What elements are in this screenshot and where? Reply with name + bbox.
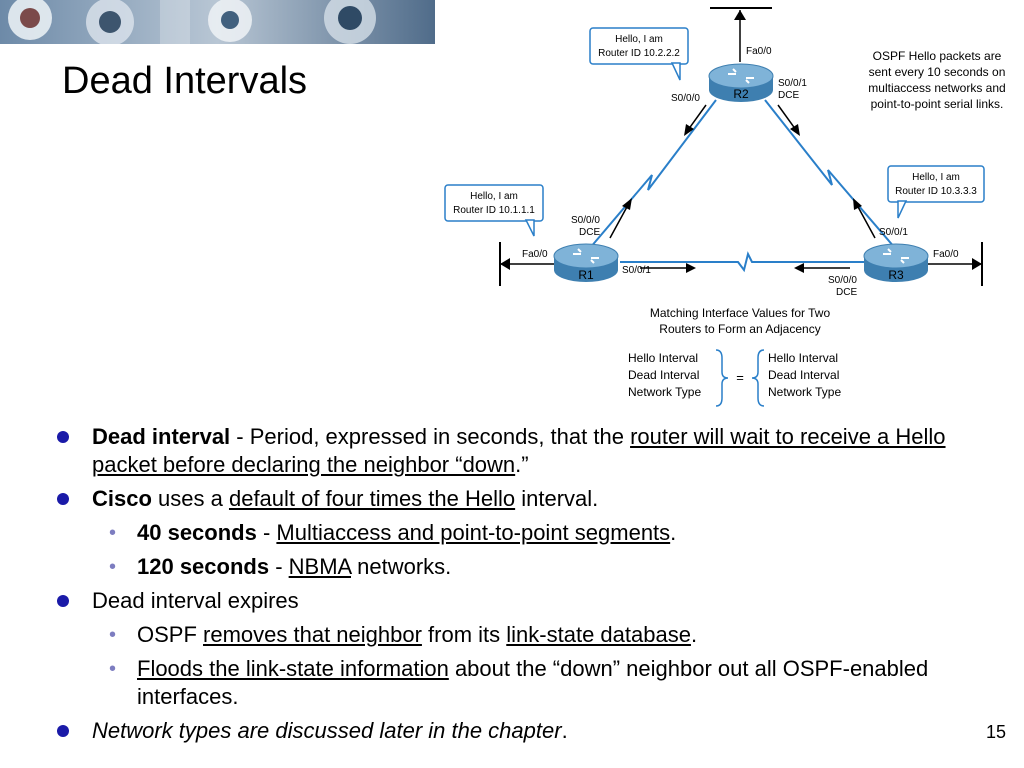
svg-text:Hello, I am: Hello, I am <box>912 172 960 183</box>
r2-up-arrow <box>734 10 746 20</box>
bullet-cisco-default: Cisco uses a default of four times the H… <box>55 485 955 513</box>
subbullet-marker: • <box>109 624 117 646</box>
router-label: R3 <box>888 268 904 282</box>
r2-s001-label: S0/0/1 <box>778 78 807 89</box>
equals-sign: = <box>736 370 744 385</box>
r2-s000-label: S0/0/0 <box>671 93 700 104</box>
bullet-list: Dead interval - Period, expressed in sec… <box>55 423 955 751</box>
svg-text:point-to-point serial links.: point-to-point serial links. <box>871 97 1004 111</box>
router-label: R2 <box>733 87 749 101</box>
hello-arrowhead <box>622 198 632 210</box>
hello-arrowhead <box>686 263 696 273</box>
left-values-list: Hello Interval Dead Interval Network Typ… <box>628 351 701 399</box>
svg-text:Hello, I am: Hello, I am <box>470 191 518 202</box>
svg-text:Router ID 10.1.1.1: Router ID 10.1.1.1 <box>453 205 535 216</box>
hello-arrow <box>609 204 629 239</box>
router-label: R1 <box>578 268 594 282</box>
r3-s001-label: S0/0/1 <box>879 227 908 238</box>
bullet-dot <box>57 725 69 737</box>
r3-s000-label: S0/0/0 <box>828 275 857 286</box>
hello-bubble-r3: Hello, I am Router ID 10.3.3.3 <box>887 165 985 219</box>
svg-text:Hello Interval: Hello Interval <box>628 351 698 365</box>
right-values-list: Hello Interval Dead Interval Network Typ… <box>768 351 841 399</box>
svg-text:Router ID 10.3.3.3: Router ID 10.3.3.3 <box>895 186 977 197</box>
svg-text:Dead Interval: Dead Interval <box>768 368 839 382</box>
r2-dce-label: DCE <box>778 90 799 101</box>
serial-link-r1-r3 <box>620 251 870 273</box>
hello-arrowhead <box>684 124 694 136</box>
r3-fa-label: Fa0/0 <box>933 249 959 260</box>
ospf-topology-diagram: R2 R1 R3 Hello, I am Router ID 10.2.2.2 … <box>444 7 1006 407</box>
r1-s001-label: S0/0/1 <box>622 265 651 276</box>
right-brace <box>751 349 765 407</box>
svg-text:multiaccess networks and: multiaccess networks and <box>868 81 1005 95</box>
r3-right-arrow <box>972 258 982 270</box>
left-brace <box>715 349 729 407</box>
r1-s000-label: S0/0/0 <box>571 215 600 226</box>
svg-text:OSPF Hello packets are: OSPF Hello packets are <box>873 49 1002 63</box>
r1-fa-label: Fa0/0 <box>522 249 548 260</box>
subbullet-floods-lsa: •Floods the link-state information about… <box>109 656 929 709</box>
hello-arrowhead <box>853 198 862 210</box>
subbullet-120-seconds: •120 seconds - NBMA networks. <box>109 554 452 579</box>
serial-link-r2-r3 <box>764 99 896 249</box>
match-caption-line1: Matching Interface Values for Two <box>650 306 831 320</box>
hello-arrowhead <box>790 124 800 136</box>
bullet-dead-interval-expires: Dead interval expires <box>55 587 955 615</box>
page-number: 15 <box>985 722 1006 742</box>
ospf-hello-note: OSPF Hello packets are sent every 10 sec… <box>868 49 1005 111</box>
bullet-dot <box>57 595 69 607</box>
subbullet-removes-neighbor: •OSPF removes that neighbor from its lin… <box>109 622 698 647</box>
router-r1: R1 <box>553 243 619 282</box>
svg-text:Hello Interval: Hello Interval <box>768 351 838 365</box>
bullet-network-types: Network types are discussed later in the… <box>55 717 955 745</box>
bullet-dead-interval: Dead interval - Period, expressed in sec… <box>55 423 955 479</box>
router-r3: R3 <box>863 243 929 282</box>
svg-text:Hello, I am: Hello, I am <box>615 34 663 45</box>
r3-dce-label: DCE <box>836 287 857 298</box>
subbullet-marker: • <box>109 658 117 680</box>
r1-left-arrow <box>500 258 510 270</box>
bullet-dot <box>57 431 69 443</box>
slide-title: Dead Intervals <box>62 60 308 102</box>
subbullet-40-seconds: •40 seconds - Multiaccess and point-to-p… <box>109 520 677 545</box>
svg-text:Network Type: Network Type <box>628 385 701 399</box>
svg-text:Router ID 10.2.2.2: Router ID 10.2.2.2 <box>598 48 680 59</box>
hello-arrow <box>777 104 797 131</box>
router-r2: R2 <box>708 63 774 102</box>
subbullet-marker: • <box>109 556 117 578</box>
r1-dce-label: DCE <box>579 227 600 238</box>
match-caption-line2: Routers to Form an Adjacency <box>659 322 820 336</box>
hello-arrow <box>687 104 707 131</box>
header-banner-image <box>0 0 435 44</box>
svg-text:sent every 10 seconds on: sent every 10 seconds on <box>869 65 1006 79</box>
hello-arrowhead <box>794 263 804 273</box>
hello-arrow <box>856 204 876 239</box>
r2-fa-label: Fa0/0 <box>746 46 772 57</box>
serial-link-r1-r2 <box>589 99 717 249</box>
subbullet-marker: • <box>109 522 117 544</box>
svg-text:Network Type: Network Type <box>768 385 841 399</box>
hello-bubble-r2: Hello, I am Router ID 10.2.2.2 <box>589 27 689 81</box>
hello-bubble-r1: Hello, I am Router ID 10.1.1.1 <box>444 184 544 237</box>
svg-text:Dead Interval: Dead Interval <box>628 368 699 382</box>
bullet-dot <box>57 493 69 505</box>
